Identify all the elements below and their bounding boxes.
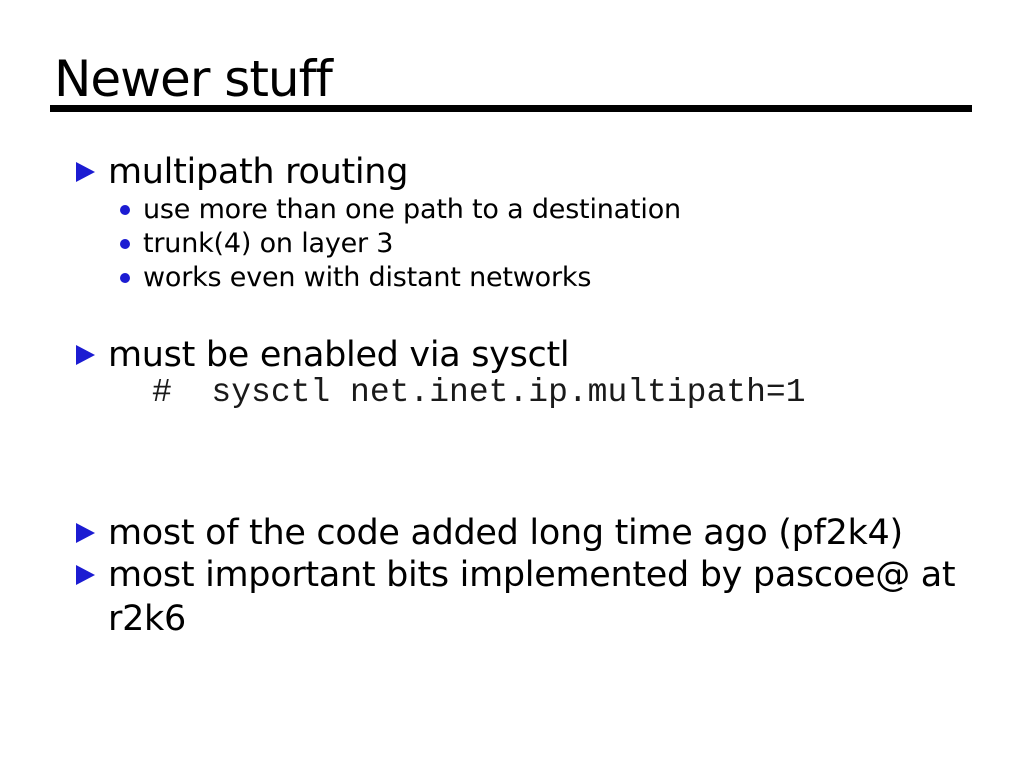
title-underline xyxy=(50,105,972,112)
sub-bullet-item: works even with distant networks xyxy=(120,261,591,295)
triangle-bullet-icon xyxy=(76,565,95,585)
sub-bullet-text: use more than one path to a destination xyxy=(143,194,681,225)
bullet-text: most of the code added long time ago (pf… xyxy=(108,513,903,553)
triangle-bullet-icon xyxy=(76,162,95,182)
page-title: Newer stuff xyxy=(54,50,333,108)
bullet-text: most important bits implemented by pasco… xyxy=(108,555,956,595)
sub-bullet-text: works even with distant networks xyxy=(143,262,592,293)
bullet-item-pascoe: most important bits implemented by pasco… xyxy=(76,554,956,596)
code-line: # sysctl net.inet.ip.multipath=1 xyxy=(152,374,806,411)
sub-bullet-item: use more than one path to a destination xyxy=(120,193,681,227)
bullet-text-wrapped: r2k6 xyxy=(108,599,186,639)
dot-bullet-icon xyxy=(120,239,130,249)
bullet-item-sysctl: must be enabled via sysctl xyxy=(76,334,570,376)
bullet-item-multipath: multipath routing xyxy=(76,151,408,193)
bullet-item-code-age: most of the code added long time ago (pf… xyxy=(76,512,903,554)
dot-bullet-icon xyxy=(120,273,130,283)
dot-bullet-icon xyxy=(120,205,130,215)
bullet-text: must be enabled via sysctl xyxy=(108,335,570,375)
triangle-bullet-icon xyxy=(76,523,95,543)
bullet-text: multipath routing xyxy=(108,152,409,192)
triangle-bullet-icon xyxy=(76,345,95,365)
sub-bullet-text: trunk(4) on layer 3 xyxy=(143,228,394,259)
sub-bullet-item: trunk(4) on layer 3 xyxy=(120,227,393,261)
